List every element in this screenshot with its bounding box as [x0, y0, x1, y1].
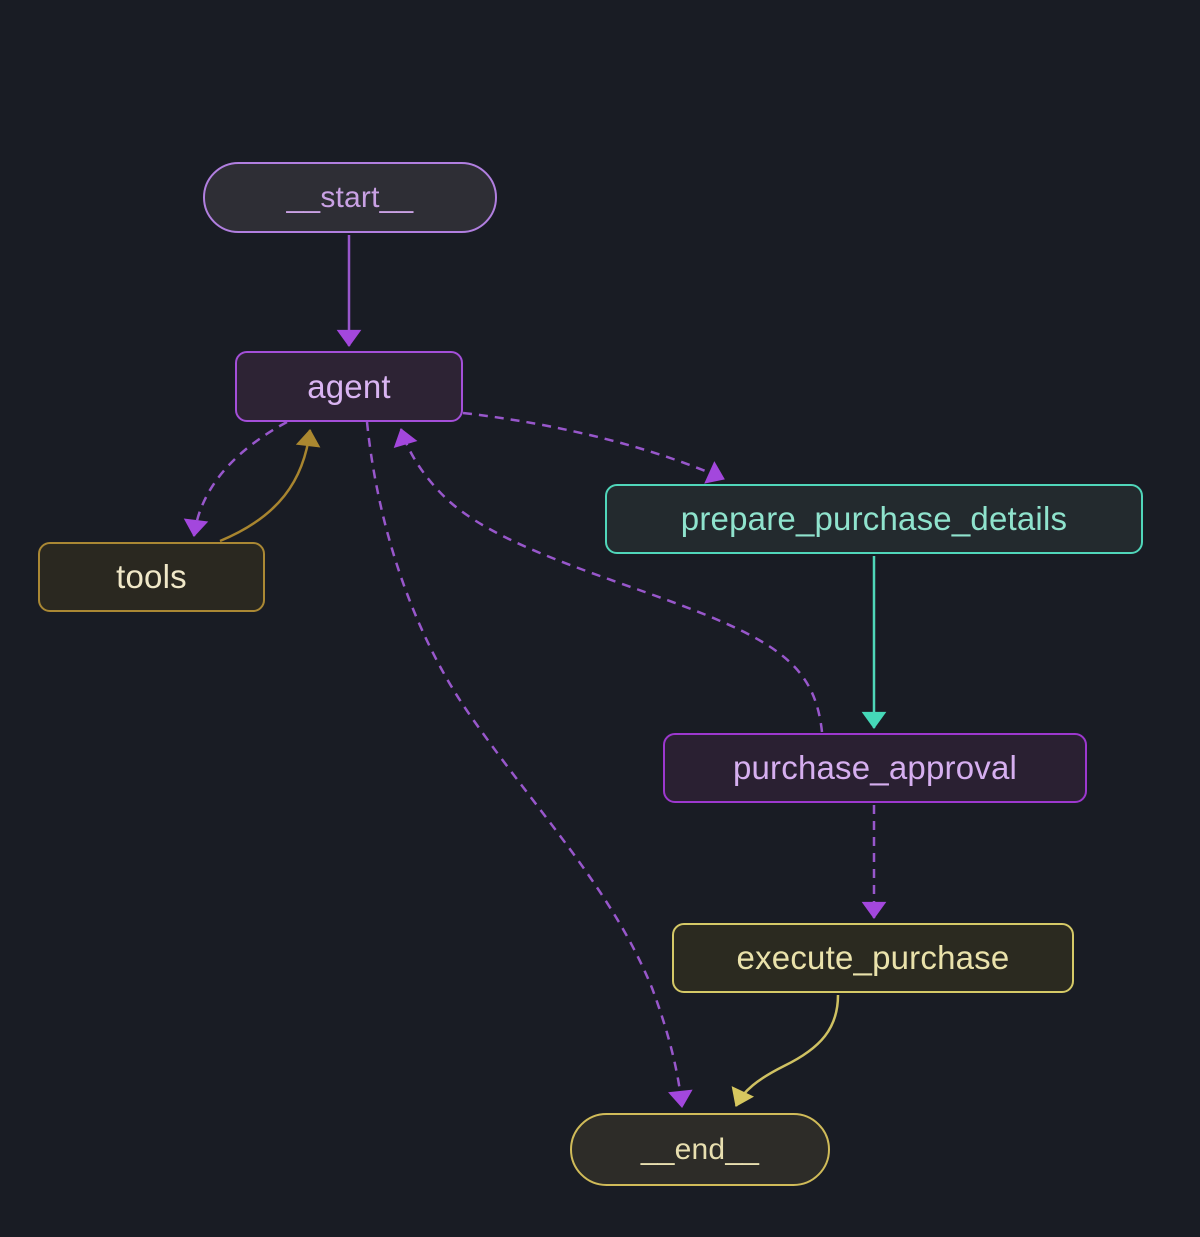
node-agent: agent	[235, 351, 463, 422]
node-tools: tools	[38, 542, 265, 612]
edge-agent-to-prepare-purchase-details	[462, 411, 725, 484]
edge-agent-to-tools	[183, 420, 288, 537]
node-prepare-purchase-details-label: prepare_purchase_details	[680, 500, 1068, 537]
node-start: __start__	[203, 162, 497, 233]
node-execute-purchase-label: execute_purchase	[736, 939, 1010, 976]
node-agent-label: agent	[307, 367, 391, 405]
node-prepare-purchase-details: prepare_purchase_details	[605, 484, 1143, 554]
node-tools-label: tools	[116, 558, 187, 595]
node-end-label: __end__	[640, 1132, 760, 1166]
node-purchase-approval: purchase_approval	[663, 733, 1087, 803]
node-purchase-approval-label: purchase_approval	[732, 749, 1018, 786]
node-execute-purchase: execute_purchase	[672, 923, 1074, 993]
edge-purchase-approval-to-agent	[393, 428, 824, 733]
node-end: __end__	[570, 1113, 830, 1186]
edge-agent-to-end	[365, 421, 693, 1108]
edge-tools-to-agent	[219, 429, 321, 543]
edge-execute-purchase-to-end	[731, 994, 840, 1107]
node-start-label: __start__	[286, 180, 414, 214]
